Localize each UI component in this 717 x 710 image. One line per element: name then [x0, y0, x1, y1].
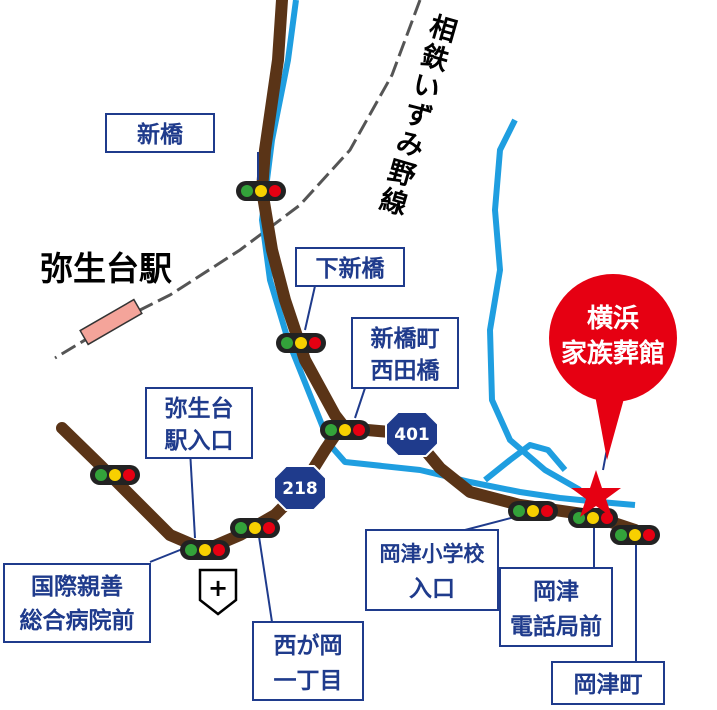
route-shield-218: 218 [273, 465, 327, 511]
label-shimo-shinbashi: 下新橋 [295, 247, 405, 287]
traffic-light-shinbashi [236, 181, 286, 201]
route-shield-401: 401 [385, 411, 439, 457]
railway-line [54, 0, 422, 360]
traffic-light-nishigaoka [230, 518, 280, 538]
label-okazu-denwa-line2: 電話局前 [510, 613, 602, 640]
label-shinbashicho-line2: 西田橋 [371, 358, 441, 384]
leader-lines [149, 152, 637, 662]
traffic-light-yayoidai-iriguchi [90, 465, 140, 485]
label-okazu-school-line2: 入口 [409, 576, 455, 602]
river-east [487, 118, 582, 493]
label-shimo-shinbashi-line1: 下新橋 [316, 255, 386, 282]
hospital-symbol: + [208, 574, 228, 602]
label-yayoidai-iriguchi: 弥生台 駅入口 [145, 387, 253, 459]
traffic-light-okazu-school [508, 501, 558, 521]
destination-name-line1: 横浜 [587, 304, 639, 334]
destination-name-line2: 家族葬館 [561, 338, 665, 369]
traffic-light-okazucho [610, 525, 660, 545]
label-nishigaoka: 西が岡 一丁目 [252, 621, 364, 701]
label-shinbashi: 新橋 [105, 113, 215, 153]
label-nishigaoka-line2: 一丁目 [274, 668, 343, 694]
hospital-icon: + [198, 568, 238, 616]
label-okazucho: 岡津町 [551, 661, 665, 705]
label-nishigaoka-line1: 西が岡 [274, 632, 343, 659]
destination-star-icon [571, 470, 621, 517]
label-kokusai-line1: 国際親善 [31, 573, 123, 600]
label-kokusai: 国際親善 総合病院前 [3, 563, 151, 643]
yayoidai-station-marker [79, 298, 143, 346]
label-okazu-denwa-line1: 岡津 [533, 578, 579, 605]
route-401-label: 401 [394, 425, 430, 445]
traffic-light-shinbashicho [320, 420, 370, 440]
river-branch [483, 442, 568, 483]
traffic-light-okazu-denwa [568, 508, 618, 528]
label-okazu-denwa: 岡津 電話局前 [499, 567, 613, 647]
railway-name: 相 鉄 い ず み 野 線 [376, 11, 460, 221]
label-shinbashi-line1: 新橋 [137, 121, 184, 148]
label-shinbashicho-line1: 新橋町 [371, 325, 440, 352]
traffic-light-shimo-shinbashi [276, 333, 326, 353]
label-yayoidai-iriguchi-line2: 駅入口 [165, 428, 234, 454]
label-okazucho-line1: 岡津町 [574, 671, 643, 698]
label-kokusai-line2: 総合病院前 [20, 607, 135, 634]
station-name: 弥生台駅 [40, 249, 172, 288]
label-shinbashicho: 新橋町 西田橋 [351, 317, 459, 389]
label-yayoidai-iriguchi-line1: 弥生台 [165, 395, 234, 422]
label-okazu-school-line1: 岡津小学校 [380, 542, 486, 566]
route-218-label: 218 [282, 479, 318, 499]
traffic-light-kokusai [180, 540, 230, 560]
label-okazu-school: 岡津小学校 入口 [365, 529, 499, 611]
destination-bubble: 横浜 家族葬館 [549, 274, 677, 460]
